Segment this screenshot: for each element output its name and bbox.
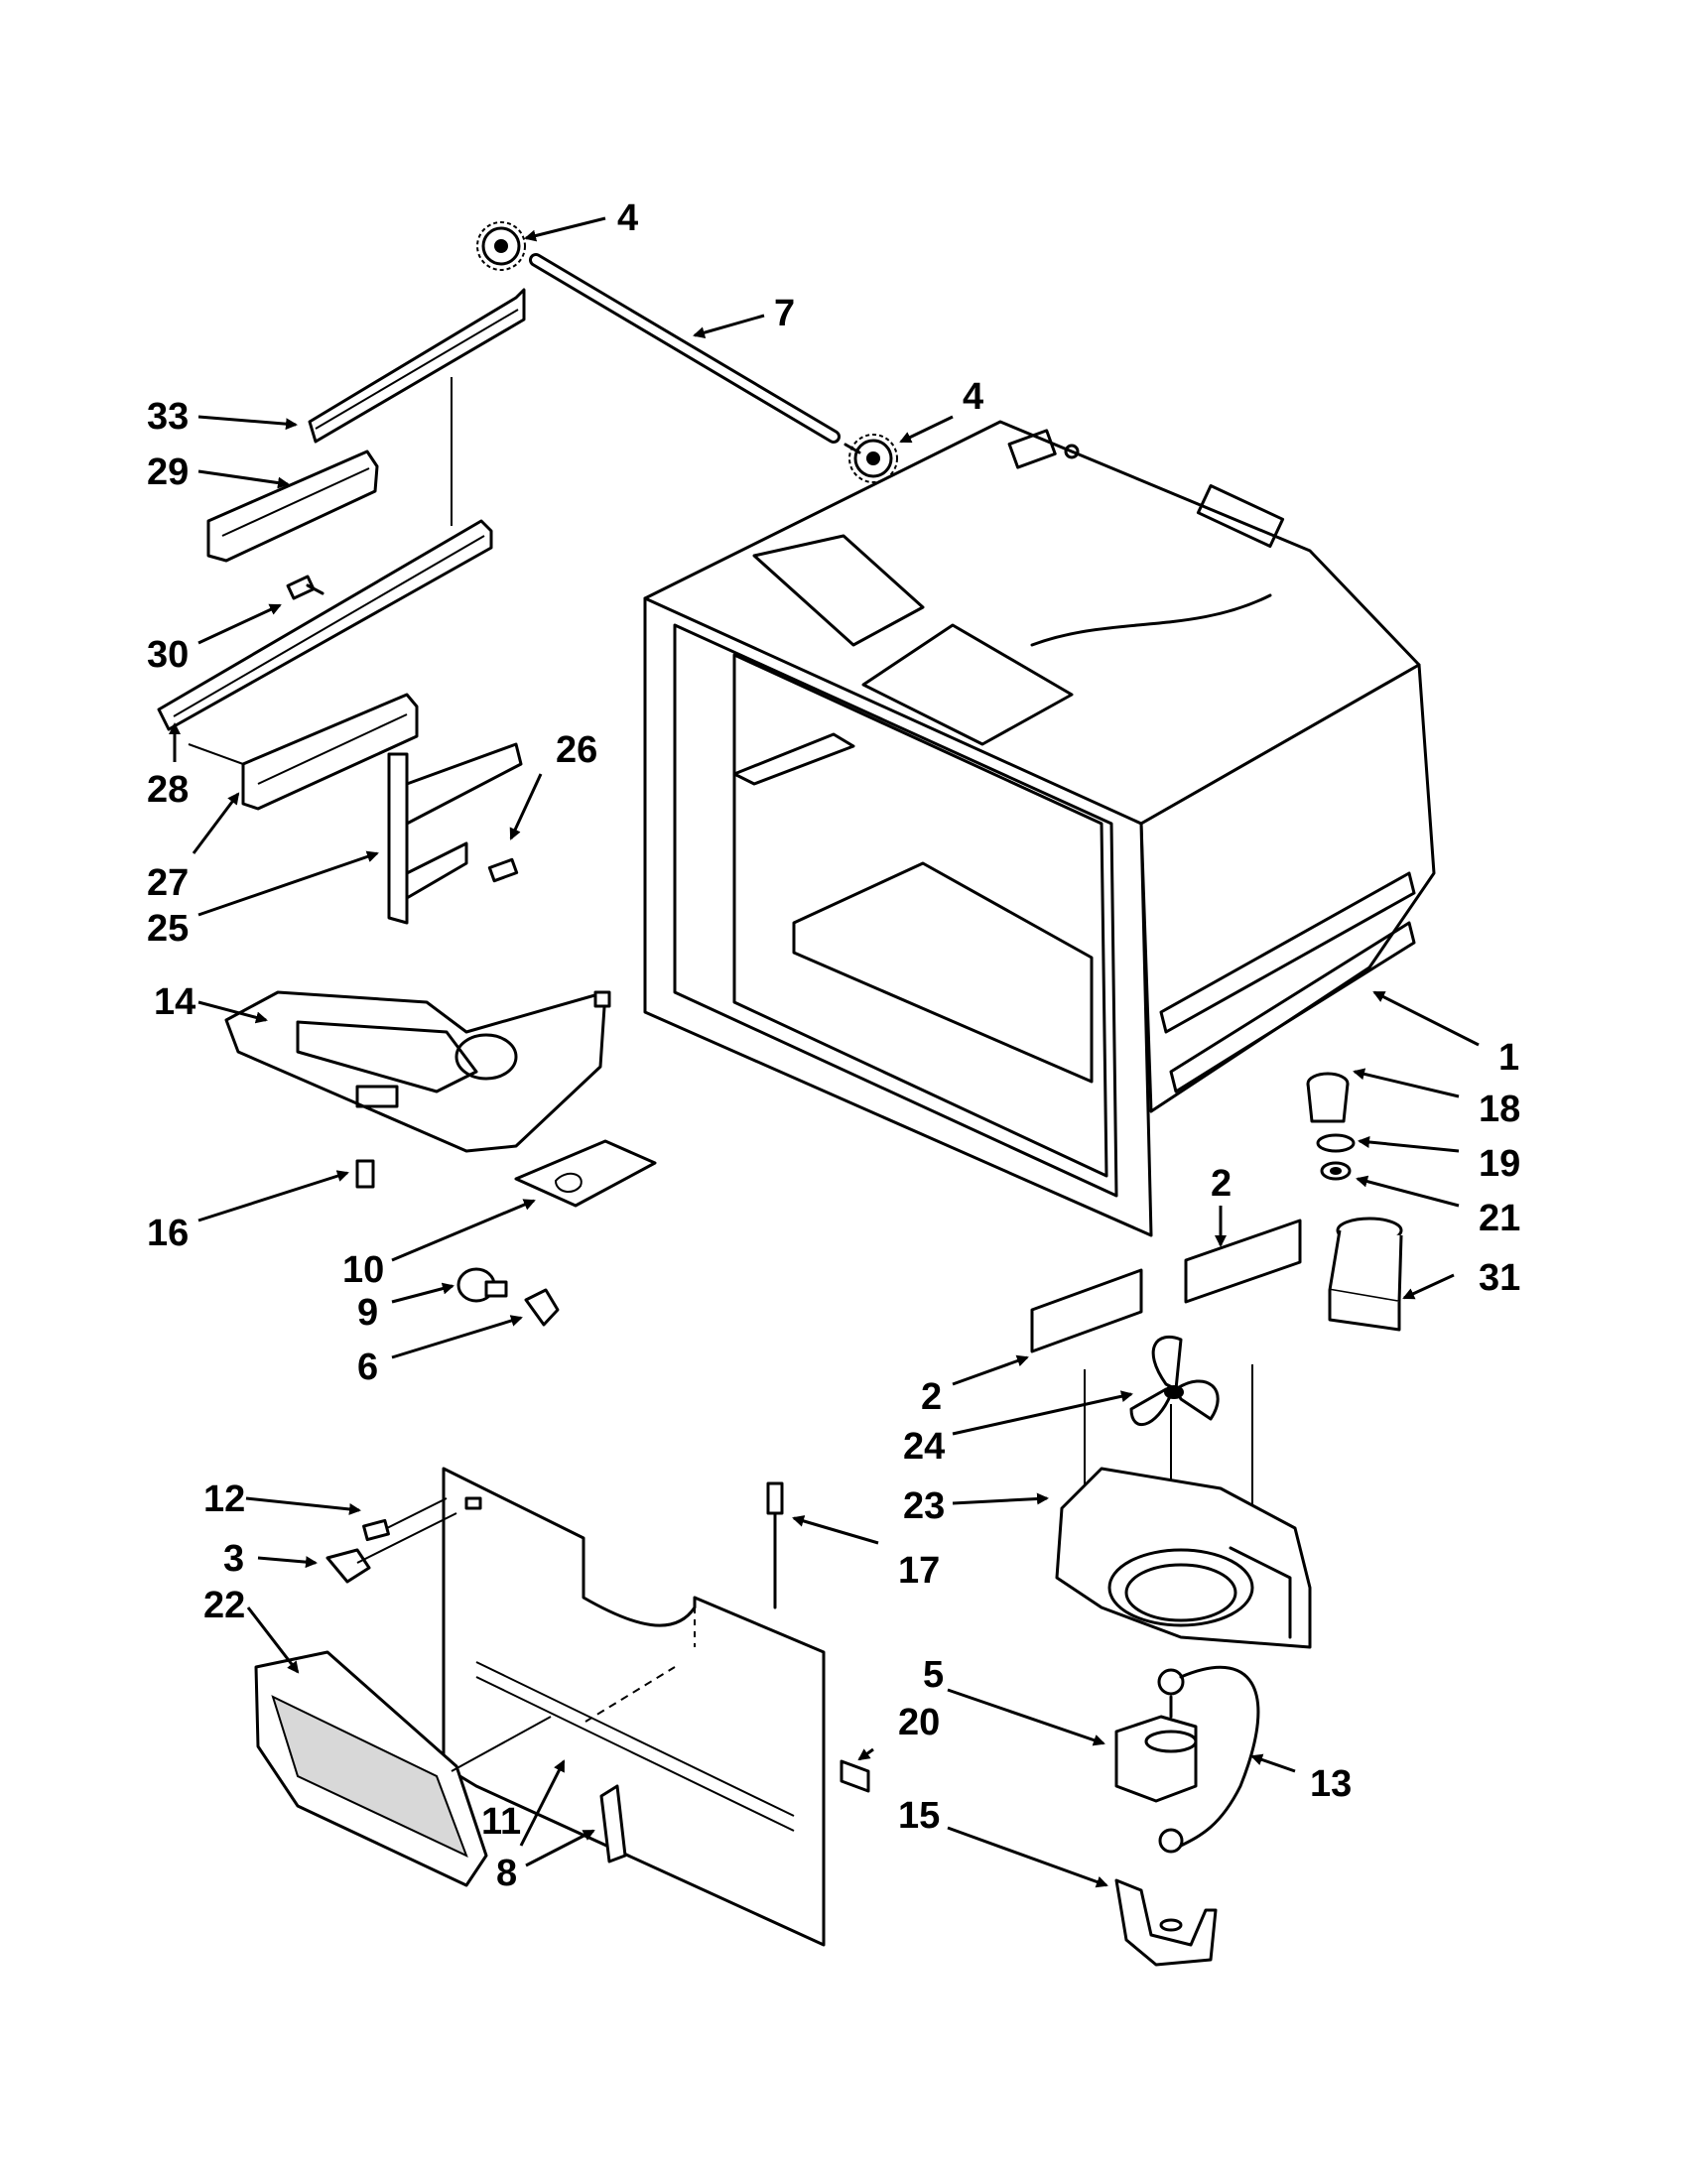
callout-12: 12	[203, 1478, 245, 1520]
callout-4-top: 4	[617, 197, 638, 239]
mounting-bracket	[387, 742, 523, 925]
freezer-liner	[643, 420, 1436, 1237]
fan-blade	[1129, 1335, 1220, 1427]
clip	[599, 1784, 627, 1863]
control-housing	[224, 990, 611, 1153]
callout-2-top: 2	[1211, 1163, 1232, 1205]
callout-4-right: 4	[963, 376, 983, 418]
callout-1: 1	[1498, 1037, 1519, 1079]
foam-pad-right	[1184, 1219, 1302, 1304]
callout-2-left: 2	[921, 1376, 942, 1418]
callout-31: 31	[1479, 1257, 1520, 1299]
rod	[529, 253, 841, 444]
callout-21: 21	[1479, 1198, 1520, 1239]
fan-motor	[1114, 1668, 1198, 1854]
gear-top	[476, 221, 526, 271]
callout-7: 7	[774, 293, 795, 334]
callout-22: 22	[203, 1585, 245, 1626]
assembly-line-screw	[386, 1497, 448, 1529]
callout-11: 11	[481, 1801, 521, 1843]
grommet	[1306, 1072, 1350, 1123]
rear-panel	[442, 1467, 826, 1947]
seal-strip	[840, 1759, 870, 1793]
light-socket	[524, 1288, 560, 1327]
callout-26: 26	[556, 729, 597, 771]
screw-12	[362, 1518, 390, 1542]
assembly-line-connector	[356, 1512, 457, 1564]
callout-10: 10	[342, 1249, 384, 1291]
callout-5: 5	[923, 1654, 944, 1696]
callout-24: 24	[903, 1426, 945, 1468]
callout-23: 23	[903, 1485, 945, 1527]
callout-33: 33	[147, 396, 189, 438]
callout-20: 20	[898, 1702, 940, 1743]
washer	[1320, 1161, 1352, 1181]
callout-30: 30	[147, 634, 189, 676]
motor-bracket	[1114, 1878, 1218, 1967]
callout-8: 8	[496, 1853, 517, 1894]
callout-19: 19	[1479, 1143, 1520, 1185]
switch	[355, 1159, 375, 1189]
label-card	[514, 1139, 657, 1208]
screw-26	[487, 857, 519, 883]
thermistor	[766, 1481, 784, 1609]
o-ring	[1316, 1133, 1356, 1153]
slide-rail-lower	[157, 519, 493, 731]
slide-bracket-lower	[188, 693, 419, 811]
callout-16: 16	[147, 1213, 189, 1254]
assembly-line-grille	[451, 1716, 552, 1772]
gear-right	[844, 434, 898, 483]
callout-28: 28	[147, 769, 189, 811]
vent-grille	[254, 1650, 488, 1887]
motor-wire	[1179, 1665, 1260, 1848]
callout-14: 14	[154, 981, 195, 1023]
callout-29: 29	[147, 451, 189, 493]
screw-30	[286, 575, 324, 600]
connector	[325, 1548, 371, 1584]
callout-15: 15	[898, 1795, 940, 1837]
callout-6: 6	[357, 1347, 378, 1388]
fan-shroud	[1055, 1467, 1312, 1649]
callout-18: 18	[1479, 1089, 1520, 1130]
slide-rail-upper	[308, 288, 526, 444]
callout-27: 27	[147, 862, 189, 904]
callouts: 4 7 4 33 29 30 28 27 26 25 14 16 10 9 6 …	[147, 197, 1520, 1894]
callout-3: 3	[223, 1538, 244, 1580]
callout-13: 13	[1310, 1763, 1352, 1805]
callout-9: 9	[357, 1292, 378, 1334]
leader-lines	[169, 216, 1480, 1888]
callout-25: 25	[147, 908, 189, 950]
foam-pad-left	[1030, 1268, 1143, 1353]
drain-trough	[1328, 1217, 1403, 1332]
callout-17: 17	[898, 1550, 940, 1592]
light-bulb	[456, 1267, 508, 1303]
slide-bracket	[206, 450, 379, 563]
